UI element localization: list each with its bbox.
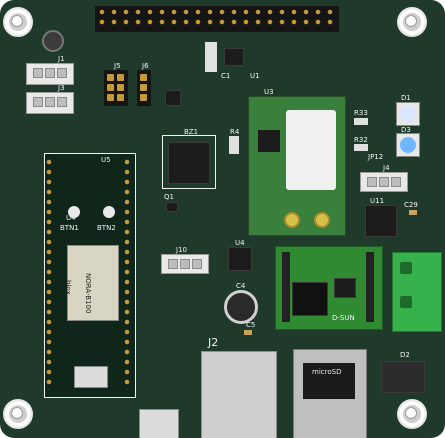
header-j6	[137, 70, 151, 106]
transistor-q1	[166, 202, 178, 212]
label-c4: C4	[236, 282, 246, 290]
label-btn1: BTN1	[60, 224, 79, 232]
terminal-block-screw-2	[400, 296, 412, 308]
led-d3	[396, 133, 420, 157]
module-u3-chip	[258, 130, 280, 152]
resistor-r33	[354, 118, 368, 125]
module-d-sun-pins-right	[365, 252, 375, 322]
gpio-header	[95, 6, 339, 32]
label-j3: J3	[58, 84, 65, 92]
capacitor-c29	[409, 210, 417, 215]
label-microsd: microSD	[312, 368, 342, 376]
resistor-r32	[354, 144, 368, 151]
module-nora	[67, 245, 119, 321]
label-d2: D2	[400, 351, 410, 359]
label-u11: U11	[370, 197, 385, 205]
devboard-left-pins-right	[123, 158, 133, 390]
module-d-sun-pins-left	[281, 252, 291, 322]
chip-small-top-center	[165, 90, 181, 106]
mounting-hole-top-left	[3, 7, 33, 37]
label-j4: J4	[383, 164, 390, 172]
buzzer-bz1-body	[168, 142, 210, 184]
mounting-hole-top-right	[397, 7, 427, 37]
chip-u11	[365, 205, 397, 237]
mounting-hole-bottom-right	[397, 399, 427, 429]
label-q1: Q1	[164, 193, 174, 201]
label-c29: C29	[404, 201, 418, 209]
label-jp12: JP12	[368, 153, 384, 161]
terminal-block-screw-1	[400, 262, 412, 274]
label-c1: C1	[221, 72, 231, 80]
label-u4-mid: U4	[235, 239, 245, 247]
microsd-card	[303, 363, 355, 399]
usb-connector-left-board	[74, 366, 108, 388]
button-btn1[interactable]	[68, 206, 80, 218]
label-j6: J6	[142, 62, 149, 70]
devboard-left-pins-left	[45, 158, 55, 390]
header-j5	[104, 70, 128, 106]
buzzer-bz1	[162, 135, 216, 189]
sd-holder-j2	[201, 351, 277, 438]
chip-u4-mid	[228, 247, 252, 271]
label-u5: U5	[101, 156, 111, 164]
label-j1: J1	[58, 55, 65, 63]
label-d1: D1	[401, 94, 411, 102]
label-nora: NORA-B100	[84, 273, 92, 314]
module-d-sun-inductor	[292, 282, 328, 316]
capacitor-top-left	[42, 30, 64, 52]
connector-j4	[360, 172, 408, 192]
gpio-header-pins	[99, 9, 335, 29]
label-r4: R4	[230, 128, 240, 136]
capacitor-c5	[244, 330, 252, 335]
button-btn2[interactable]	[103, 206, 115, 218]
label-u3: U3	[264, 88, 274, 96]
diode-d2	[381, 361, 425, 393]
label-d-sun: D-SUN	[332, 314, 355, 322]
label-d3: D3	[401, 126, 411, 134]
connector-j1	[26, 63, 74, 85]
chip-u1	[224, 48, 244, 66]
module-u3-pad-left	[284, 212, 300, 228]
label-u1: U1	[250, 72, 260, 80]
usb-c-connector	[139, 409, 179, 438]
label-btn2: BTN2	[97, 224, 116, 232]
label-r33: R33	[354, 109, 368, 117]
resistor-group-top	[205, 42, 217, 72]
label-c5: C5	[246, 321, 256, 329]
label-u4-left: U4	[66, 214, 76, 222]
led-d1	[396, 102, 420, 126]
capacitor-c4	[224, 290, 258, 324]
module-d-sun-chip	[334, 278, 356, 298]
module-u3-pad-right	[314, 212, 330, 228]
label-blox: blox	[64, 280, 72, 295]
label-r32: R32	[354, 136, 368, 144]
connector-j10	[161, 254, 209, 274]
label-bz1: BZ1	[184, 128, 199, 136]
label-j5: J5	[114, 62, 121, 70]
module-u3-shield	[286, 110, 336, 190]
connector-j3	[26, 92, 74, 114]
label-j2: J2	[208, 336, 219, 349]
label-j10: J10	[176, 246, 187, 254]
resistor-r4	[229, 136, 239, 154]
mounting-hole-bottom-left	[3, 399, 33, 429]
